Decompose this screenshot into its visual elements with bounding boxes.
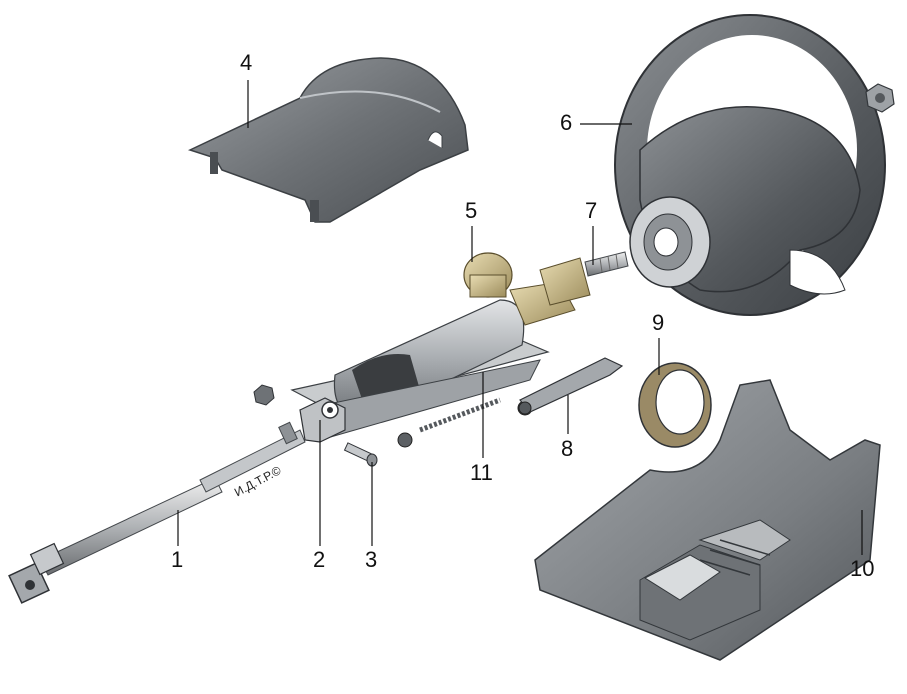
callout-7: 7	[585, 198, 598, 223]
callout-9: 9	[652, 310, 665, 335]
callout-8: 8	[561, 436, 574, 461]
callout-6: 6	[560, 110, 573, 135]
horn-contact-ring	[638, 362, 712, 448]
leader-lines	[177, 80, 863, 555]
callout-2: 2	[313, 547, 326, 572]
universal-joint	[8, 542, 65, 604]
callout-4: 4	[240, 50, 253, 75]
upper-steering-shaft	[539, 251, 629, 306]
steering-column-tube	[290, 299, 550, 448]
callout-10: 10	[850, 556, 875, 581]
tilt-bracket	[299, 397, 346, 443]
callout-11: 11	[470, 460, 493, 485]
steering-wheel	[614, 14, 886, 316]
intermediate-shaft	[8, 421, 306, 604]
bolt	[343, 442, 378, 467]
callout-5: 5	[465, 198, 478, 223]
wheel-nut	[865, 83, 895, 113]
callout-1: 1	[171, 547, 184, 572]
upper-column-cover	[187, 57, 469, 223]
small-nut	[253, 384, 275, 406]
lower-column-cover	[534, 379, 881, 661]
callout-3: 3	[365, 547, 378, 572]
tilt-release-lever	[518, 357, 624, 415]
